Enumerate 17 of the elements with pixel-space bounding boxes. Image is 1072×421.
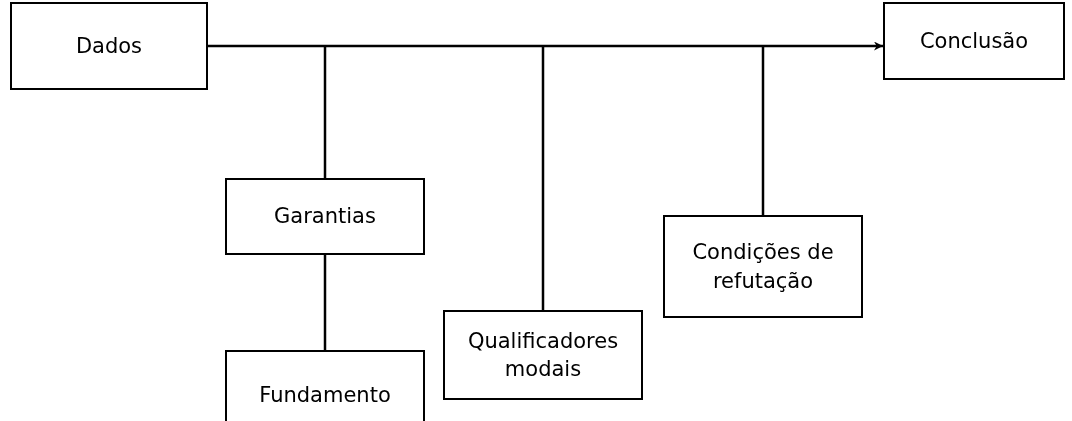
connector-line <box>541 46 545 310</box>
concept-box <box>443 310 643 400</box>
concept-box <box>663 215 863 318</box>
box-label: Qualificadores modais <box>466 327 620 383</box>
concept-box <box>225 178 425 255</box>
connector-line <box>761 46 765 215</box>
box-label: Garantias <box>274 203 376 231</box>
arrow <box>208 41 883 51</box>
box-label: Conclusão <box>919 27 1029 55</box>
box-label: Condições de refutação <box>691 239 835 295</box>
concept-box <box>10 2 208 90</box>
connector-line <box>323 46 327 178</box>
connector-line <box>323 255 327 350</box>
concept-box <box>225 350 425 421</box>
box-label: Fundamento <box>259 381 391 409</box>
box-label: Dados <box>75 32 143 60</box>
concept-box <box>883 2 1065 80</box>
